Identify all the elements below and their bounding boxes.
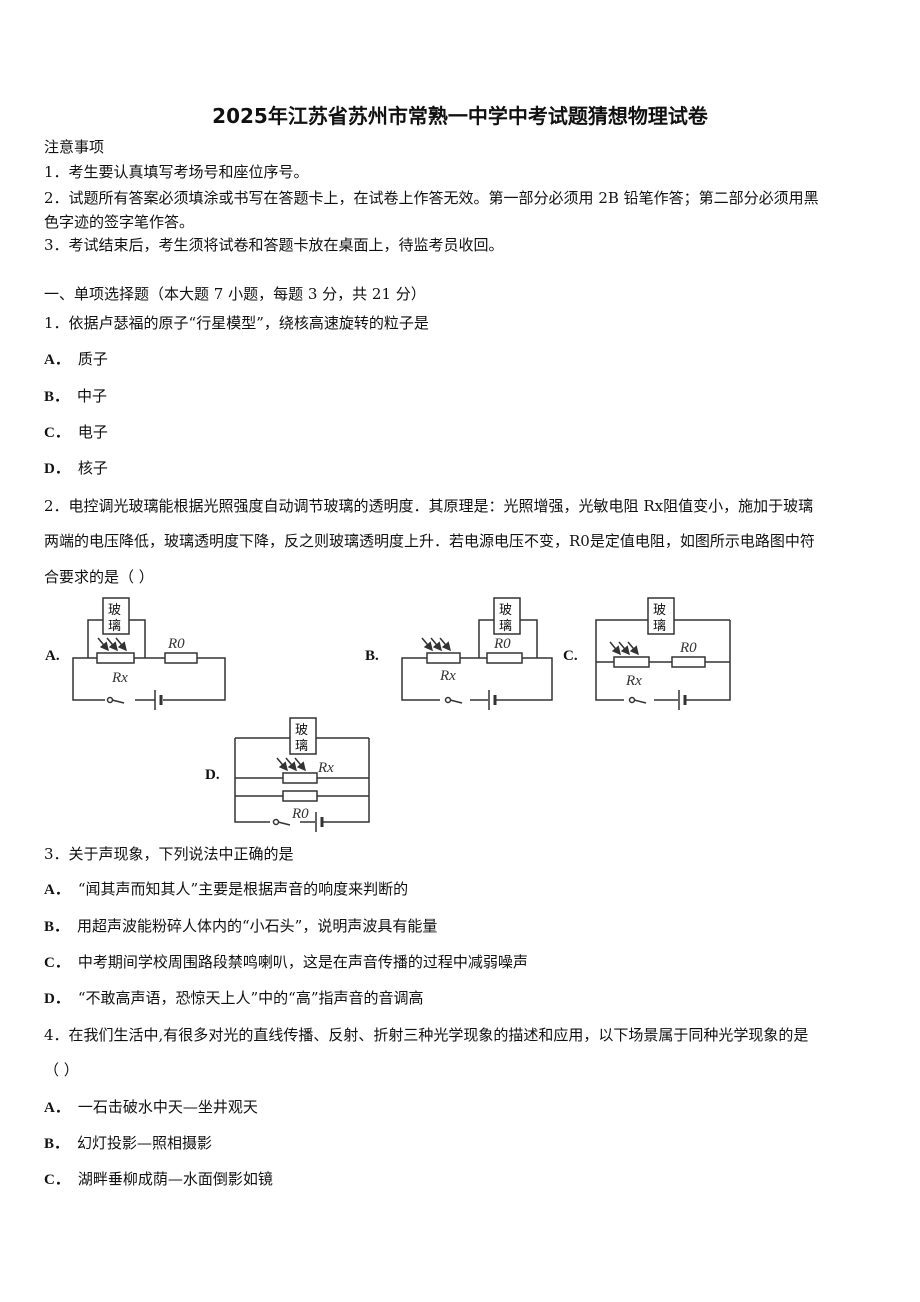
circuit-b: B. 玻 璃 R0 Rx bbox=[365, 597, 553, 712]
q1-option-d: D．核子 bbox=[44, 459, 108, 477]
q1-option-a: A．质子 bbox=[44, 350, 108, 368]
glass-box bbox=[647, 597, 675, 635]
svg-text:R0: R0 bbox=[493, 636, 511, 652]
svg-text:璃: 璃 bbox=[295, 739, 308, 754]
svg-text:璃: 璃 bbox=[653, 619, 666, 634]
svg-text:D.: D. bbox=[205, 767, 220, 783]
glass-box bbox=[289, 717, 317, 755]
svg-text:B.: B. bbox=[365, 648, 379, 664]
section-heading: 一、单项选择题（本大题 7 小题，每题 3 分，共 21 分） bbox=[44, 285, 426, 303]
page-title: 2025年江苏省苏州市常熟一中学中考试题猜想物理试卷 bbox=[212, 104, 708, 128]
svg-text:C.: C. bbox=[563, 648, 578, 664]
rx-resistor bbox=[282, 772, 318, 784]
q4-option-c: C．湖畔垂柳成荫—水面倒影如镜 bbox=[44, 1170, 273, 1188]
circuit-c: C. 玻 璃 R0 Rx bbox=[563, 597, 731, 712]
glass-box bbox=[102, 597, 130, 635]
notice-item: 3．考试结束后，考生须将试卷和答题卡放在桌面上，待监考员收回。 bbox=[44, 236, 504, 254]
q3-option-c: C．中考期间学校周围路段禁鸣喇叭，这是在声音传播的过程中减弱噪声 bbox=[44, 953, 528, 971]
question-4-stem: 4．在我们生活中,有很多对光的直线传播、反射、折射三种光学现象的描述和应用，以下… bbox=[44, 1026, 809, 1044]
glass-box bbox=[493, 597, 521, 635]
q4-option-a: A．一石击破水中天—坐井观天 bbox=[44, 1098, 258, 1116]
svg-text:R0: R0 bbox=[679, 640, 697, 656]
question-2-stem: 合要求的是（ ） bbox=[44, 568, 154, 586]
circuit-a: A. 玻 璃 R0 Rx bbox=[45, 597, 226, 712]
svg-text:璃: 璃 bbox=[108, 619, 121, 634]
notice-heading: 注意事项 bbox=[44, 138, 105, 156]
question-4-stem: （ ） bbox=[44, 1061, 79, 1079]
question-2-stem: 2．电控调光玻璃能根据光照强度自动调节玻璃的透明度．其原理是：光照增强，光敏电阻… bbox=[44, 497, 814, 515]
r0-resistor bbox=[486, 652, 523, 664]
q3-option-a: A．“闻其声而知其人”主要是根据声音的响度来判断的 bbox=[44, 880, 409, 898]
notice-item: 色字迹的签字笔作答。 bbox=[44, 213, 195, 231]
question-1-stem: 1．依据卢瑟福的原子“行星模型”，绕核高速旋转的粒子是 bbox=[44, 314, 429, 332]
question-2-stem: 两端的电压降低，玻璃透明度下降，反之则玻璃透明度上升．若电源电压不变，R0是定值… bbox=[44, 532, 815, 550]
notice-item: 1．考生要认真填写考场号和座位序号。 bbox=[44, 163, 309, 181]
q3-option-b: B．用超声波能粉碎人体内的“小石头”，说明声波具有能量 bbox=[44, 917, 438, 935]
question-3-stem: 3．关于声现象，下列说法中正确的是 bbox=[44, 845, 294, 863]
q1-option-c: C．电子 bbox=[44, 423, 108, 441]
svg-text:Rx: Rx bbox=[111, 670, 128, 686]
q4-option-b: B．幻灯投影—照相摄影 bbox=[44, 1134, 213, 1152]
svg-text:R0: R0 bbox=[167, 636, 185, 652]
r0-resistor bbox=[282, 790, 318, 802]
q3-option-d: D．“不敢高声语，恐惊天上人”中的“高”指声音的音调高 bbox=[44, 989, 424, 1007]
circuit-d: D. 玻 璃 Rx R0 bbox=[205, 717, 370, 834]
rx-resistor bbox=[96, 652, 135, 664]
svg-text:玻: 玻 bbox=[295, 723, 308, 738]
svg-text:玻: 玻 bbox=[108, 603, 121, 618]
svg-text:玻: 玻 bbox=[653, 603, 666, 618]
svg-text:Rx: Rx bbox=[625, 673, 642, 689]
svg-text:Rx: Rx bbox=[439, 668, 456, 684]
r0-resistor bbox=[671, 656, 706, 668]
rx-resistor bbox=[613, 656, 650, 668]
svg-text:Rx: Rx bbox=[317, 760, 334, 776]
circuit-label: A. bbox=[45, 648, 60, 664]
q1-option-b: B．中子 bbox=[44, 387, 108, 405]
notice-item: 2．试题所有答案必须填涂或书写在答题卡上，在试卷上作答无效。第一部分必须用 2B… bbox=[44, 189, 819, 207]
r0-resistor bbox=[164, 652, 198, 664]
svg-text:璃: 璃 bbox=[499, 619, 512, 634]
svg-text:玻: 玻 bbox=[499, 603, 512, 618]
rx-resistor bbox=[426, 652, 461, 664]
